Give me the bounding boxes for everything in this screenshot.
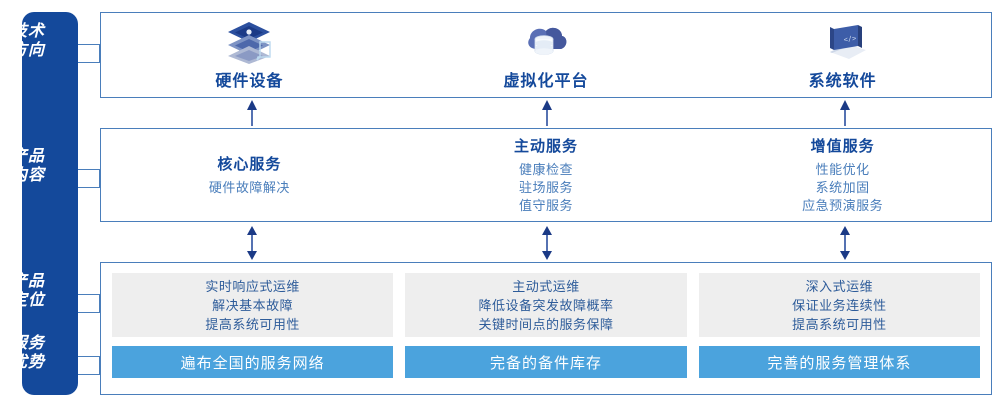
arrow-updown-core [247, 226, 257, 260]
laptop-code-icon: </> [829, 25, 866, 59]
sidebar-label-line2: 优势 [10, 354, 45, 371]
arrow-updown-valueadd [840, 226, 850, 260]
content-item: 驻场服务 [519, 180, 574, 195]
content-title: 核心服务 [217, 156, 282, 173]
position-box-realtime[interactable]: 实时响应式运维 解决基本故障 提高系统可用性 [112, 273, 394, 337]
arrow-up-virtualization [542, 100, 552, 126]
connector-advantage-upper [78, 356, 100, 357]
position-line: 保证业务连续性 [792, 297, 887, 313]
position-line: 提高系统可用性 [792, 316, 887, 332]
connector-position-join [99, 294, 100, 313]
sidebar-label-line1: 产品 [10, 148, 45, 165]
content-item: 系统加固 [815, 180, 870, 195]
sidebar-item-product-content[interactable]: 产品 内容 [0, 147, 56, 185]
advantage-bar-management[interactable]: 完善的服务管理体系 [698, 346, 980, 378]
server-stack-icon [228, 22, 272, 64]
category-sidebar [22, 12, 78, 395]
sidebar-label-line2: 内容 [10, 167, 45, 184]
tech-column-hardware[interactable]: 硬件设备 [101, 13, 398, 97]
tech-label: 虚拟化平台 [503, 73, 589, 90]
position-line: 关键时间点的服务保障 [478, 316, 614, 332]
sidebar-label-line2: 方向 [10, 42, 45, 59]
content-column-proactive[interactable]: 主动服务 健康检查 驻场服务 值守服务 [398, 129, 695, 221]
advantage-bar-row: 遍布全国的服务网络 完备的备件库存 完善的服务管理体系 [112, 346, 980, 378]
content-item: 性能优化 [815, 162, 870, 177]
content-item: 值守服务 [519, 198, 574, 213]
svg-text:</>: </> [843, 34, 857, 44]
position-line: 主动式运维 [512, 278, 580, 294]
arrow-up-hardware [247, 100, 257, 126]
content-column-valueadd[interactable]: 增值服务 性能优化 系统加固 应急预演服务 [694, 129, 991, 221]
position-box-deep[interactable]: 深入式运维 保证业务连续性 提高系统可用性 [698, 273, 980, 337]
connector-advantage-lower [78, 374, 100, 375]
connector-position-lower [78, 312, 100, 313]
tech-label: 系统软件 [808, 73, 877, 90]
position-line: 深入式运维 [805, 278, 874, 294]
position-line: 实时响应式运维 [205, 278, 300, 294]
content-item: 应急预演服务 [802, 198, 884, 213]
connector-advantage-join [99, 356, 100, 375]
connector-position-upper [78, 294, 100, 295]
position-box-proactive[interactable]: 主动式运维 降低设备突发故障概率 关键时间点的服务保障 [405, 273, 687, 337]
position-box-row: 实时响应式运维 解决基本故障 提高系统可用性 主动式运维 降低设备突发故障概率 … [112, 273, 980, 337]
arrow-updown-proactive [542, 226, 552, 260]
tech-label: 硬件设备 [215, 73, 284, 90]
connector-tech-upper [78, 44, 100, 45]
content-title: 增值服务 [810, 138, 875, 155]
product-position-panel: 实时响应式运维 解决基本故障 提高系统可用性 主动式运维 降低设备突发故障概率 … [100, 262, 992, 395]
connector-content-upper [78, 169, 100, 170]
connector-tech-lower [78, 62, 100, 63]
connector-content-join [99, 169, 100, 188]
position-line: 提高系统可用性 [205, 316, 300, 332]
sidebar-item-product-position[interactable]: 产品 定位 [0, 272, 56, 310]
content-item: 健康检查 [519, 162, 574, 177]
tech-direction-panel: 硬件设备 虚拟化平台 [100, 12, 992, 98]
connector-content-lower [78, 187, 100, 188]
advantage-bar-inventory[interactable]: 完备的备件库存 [405, 346, 687, 378]
sidebar-label-line1: 服务 [10, 335, 45, 352]
sidebar-label-line2: 定位 [10, 292, 45, 309]
arrow-up-software [840, 100, 850, 126]
cloud-database-icon [528, 27, 567, 55]
content-column-core[interactable]: 核心服务 硬件故障解决 [101, 129, 398, 221]
sidebar-label-line1: 技术 [10, 23, 45, 40]
connector-tech-join [99, 44, 100, 63]
tech-column-virtualization[interactable]: 虚拟化平台 [398, 13, 695, 97]
position-line: 降低设备突发故障概率 [478, 297, 614, 313]
sidebar-label-line1: 产品 [10, 273, 45, 290]
sidebar-item-tech-direction[interactable]: 技术 方向 [0, 22, 56, 60]
sidebar-item-service-advantage[interactable]: 服务 优势 [0, 334, 56, 372]
tech-column-software[interactable]: </> 系统软件 [694, 13, 991, 97]
content-item: 硬件故障解决 [208, 180, 290, 195]
product-content-panel: 核心服务 硬件故障解决 主动服务 健康检查 驻场服务 值守服务 增值服务 性能优… [100, 128, 992, 222]
advantage-bar-network[interactable]: 遍布全国的服务网络 [112, 346, 394, 378]
content-title: 主动服务 [514, 138, 579, 155]
position-line: 解决基本故障 [212, 297, 294, 313]
